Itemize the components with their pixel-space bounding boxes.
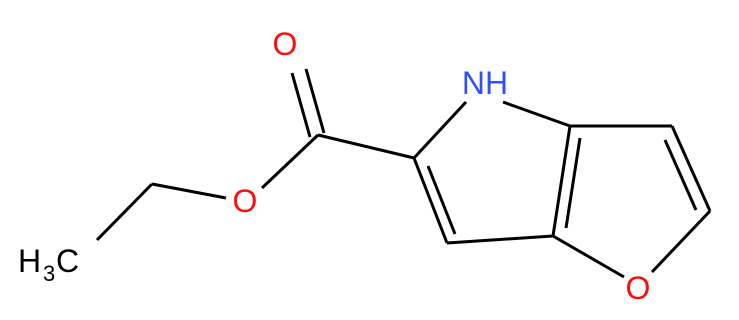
bond-c5-n <box>412 100 468 160</box>
methyl-h: H <box>18 243 41 279</box>
bond-c-c5 <box>317 133 415 160</box>
bond-ester-och2 <box>151 182 227 200</box>
ester-oxygen-label: O <box>233 183 258 219</box>
bond-carbonyl-a <box>290 72 312 138</box>
bond-c2-o <box>650 209 712 274</box>
bond-c6a-c3a <box>551 125 572 237</box>
ring-oxygen-label: O <box>626 270 651 306</box>
bond-c3-c2-inner <box>663 139 698 211</box>
methyl-label: H 3 C <box>18 243 79 286</box>
bond-c6a-c3a-inner <box>564 137 582 229</box>
atom-labels: O O NH O H 3 C <box>18 26 650 306</box>
bond-c3-c2 <box>670 125 712 212</box>
bonds <box>95 68 712 279</box>
nh-label: NH <box>462 65 508 101</box>
bond-ester-co <box>260 133 320 190</box>
bond-c6-c6a <box>446 234 554 245</box>
bond-n-c3a <box>502 100 571 128</box>
bond-ethyl <box>95 182 154 242</box>
methyl-c: C <box>56 243 79 279</box>
bond-c5-c6 <box>412 157 449 244</box>
bond-c5-c6-inner <box>426 165 457 235</box>
bond-o-c6a <box>552 234 625 279</box>
carbonyl-oxygen-label: O <box>273 26 298 62</box>
methyl-subscript: 3 <box>43 261 55 286</box>
bond-carbonyl-b <box>304 68 326 134</box>
